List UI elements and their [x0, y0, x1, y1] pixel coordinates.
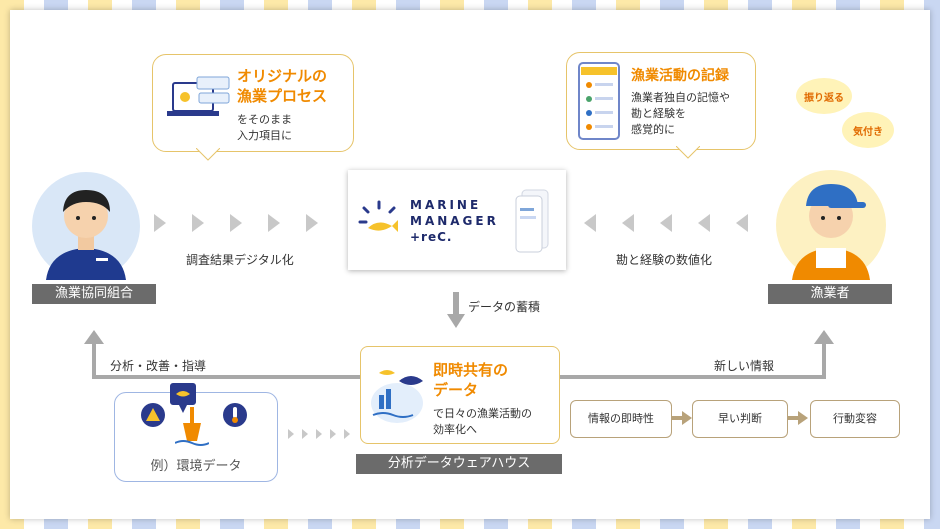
new-info-line-horizontal [560, 375, 826, 379]
right-arrow-caption: 勘と経験の数値化 [616, 253, 713, 267]
right-chevrons [584, 214, 748, 232]
flow-step-2: 早い判断 [692, 400, 788, 438]
flow-arrow-2 [788, 411, 808, 425]
new-info-arrowhead [814, 330, 834, 344]
laptop-icon [167, 75, 233, 125]
bubble-left-tail [196, 148, 220, 161]
fisher-label: 漁業者 [768, 284, 892, 304]
thermometer-icon [223, 403, 247, 427]
down-arrow [447, 292, 465, 328]
cooperative-label: 漁業協同組合 [32, 284, 156, 304]
left-arrow-caption: 調査結果デジタル化 [186, 253, 294, 267]
flow-step-1: 情報の即時性 [570, 400, 672, 438]
shared-title-1: 即時共有の [433, 361, 509, 379]
original-process-bubble: オリジナルの 漁業プロセス をそのまま 入力項目に [152, 54, 354, 152]
data-sea-icon [369, 361, 427, 427]
fish-icon [170, 383, 196, 413]
analysis-line-vertical [92, 342, 96, 378]
new-info-line-vertical [822, 342, 826, 378]
phone-mockup-icon [514, 188, 554, 254]
fisher-avatar [776, 170, 886, 280]
env-chevrons [288, 429, 350, 439]
logo-line-1: MARINE [410, 198, 482, 212]
logo-mark-icon [358, 200, 398, 232]
bubble-left-title-1: オリジナルの [237, 67, 328, 85]
analysis-line-horizontal [92, 375, 360, 379]
bubble-left-body-2: 入力項目に [237, 129, 292, 142]
down-arrow-caption: データの蓄積 [468, 300, 541, 314]
shared-data-box: 即時共有の データ で日々の漁業活動の 効率化へ [360, 346, 560, 444]
warehouse-label: 分析データウェアハウス [356, 454, 562, 474]
new-info-caption: 新しい情報 [714, 359, 775, 373]
reflect-blob: 振り返る [796, 78, 852, 114]
flow-step-3: 行動変容 [810, 400, 900, 438]
analysis-caption: 分析・改善・指導 [110, 359, 207, 373]
logo-line-3: +reC. [410, 230, 453, 244]
env-data-label: 例）環境データ [150, 459, 242, 474]
bubble-right-title: 漁業活動の記録 [631, 68, 729, 84]
fishing-record-bubble: 漁業活動の記録 漁業者独自の記憶や 勘と経験を 感覚的に [566, 52, 756, 150]
bubble-right-tail [676, 146, 700, 159]
buoy-icon [175, 407, 209, 446]
marine-manager-card: MARINE MANAGER +reC. [348, 170, 566, 270]
flow-arrow-1 [672, 411, 692, 425]
notice-blob: 気付き [842, 112, 894, 148]
bubble-right-body-2: 勘と経験を [631, 107, 686, 120]
phone-app-icon [577, 61, 625, 143]
bubble-right-body-1: 漁業者独自の記憶や [631, 91, 730, 104]
bubble-left-body-1: をそのまま [237, 113, 292, 126]
analysis-arrowhead [84, 330, 104, 344]
shared-body-2: 効率化へ [433, 423, 477, 436]
env-data-box: 例）環境データ [114, 383, 278, 482]
cooperative-avatar [32, 172, 140, 280]
bubble-right-body-3: 感覚的に [631, 123, 675, 136]
logo-line-2: MANAGER [410, 214, 499, 228]
warning-icon [141, 403, 165, 427]
shared-title-2: データ [433, 381, 479, 399]
shared-body-1: で日々の漁業活動の [433, 407, 532, 420]
bubble-left-title-2: 漁業プロセス [237, 87, 328, 105]
left-chevrons [154, 214, 318, 232]
